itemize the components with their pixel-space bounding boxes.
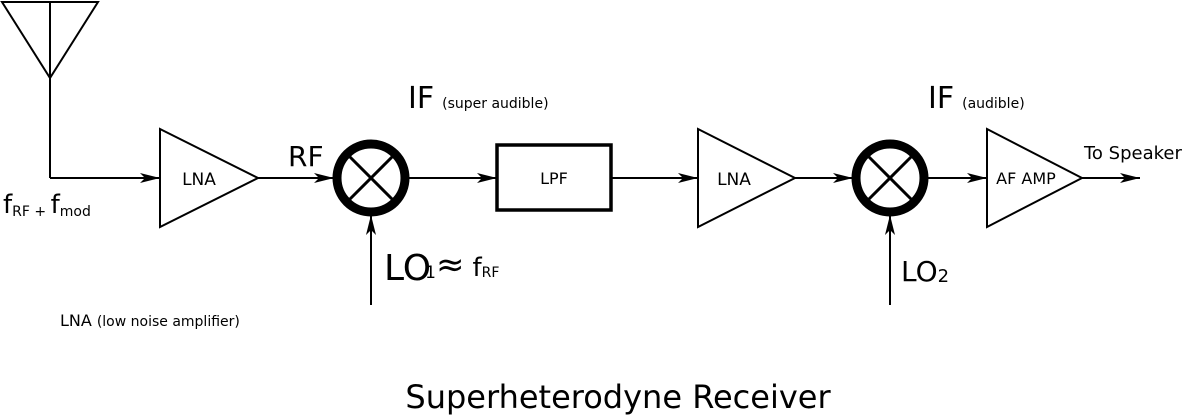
input-signal-label: fRF + fmod bbox=[3, 190, 91, 220]
mixer2-block bbox=[851, 139, 929, 217]
antenna-icon bbox=[0, 1, 100, 178]
lpf-block: LPF bbox=[495, 143, 613, 212]
lna1-label: LNA bbox=[182, 170, 216, 190]
af-amp-block: AF AMP bbox=[986, 127, 1085, 229]
lna2-label: LNA bbox=[717, 170, 751, 190]
lna2-block: LNA bbox=[697, 127, 798, 229]
to-speaker-label: To Speaker bbox=[1083, 143, 1182, 164]
lo2-label: LO2 bbox=[901, 255, 949, 288]
lna1-block: LNA bbox=[159, 127, 261, 229]
lo1-label: LO1≈fRF bbox=[384, 245, 499, 289]
rf-label: RF bbox=[288, 140, 324, 173]
if2-label: IF(audible) bbox=[928, 81, 1025, 116]
diagram-title: Superheterodyne Receiver bbox=[405, 378, 831, 416]
if1-label: IF(super audible) bbox=[408, 81, 549, 116]
lna-legend: LNA(low noise amplifier) bbox=[60, 311, 240, 330]
af-amp-label: AF AMP bbox=[996, 169, 1056, 188]
lpf-label: LPF bbox=[540, 169, 568, 188]
mixer1-block bbox=[332, 139, 410, 217]
